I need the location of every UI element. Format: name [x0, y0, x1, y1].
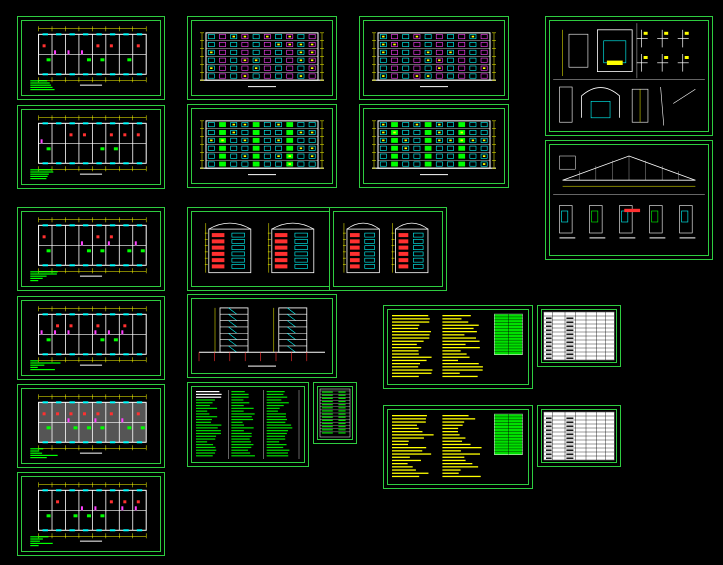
elevation-green-drawing: [200, 120, 324, 176]
door-window-schedule-drawing: [543, 311, 615, 361]
sheet-elev-4[interactable]: [359, 104, 509, 188]
sheet-side-2[interactable]: [329, 207, 447, 291]
sheet-elev-1[interactable]: [187, 16, 337, 100]
sheet-elev-3[interactable]: [187, 104, 337, 188]
sheet-elev-2[interactable]: [359, 16, 509, 100]
sheet-table-2[interactable]: [537, 405, 621, 467]
sheet-plan-2[interactable]: [17, 105, 165, 189]
sheet-notes-3[interactable]: [383, 405, 533, 489]
elevation-green-drawing: [372, 120, 496, 176]
sheet-plan-3[interactable]: [17, 207, 165, 291]
side-elevation-drawing: [342, 222, 429, 274]
sheet-notes-1[interactable]: [187, 382, 309, 467]
floor-plan-drawing: [30, 217, 147, 282]
sheet-notes-2[interactable]: [383, 305, 533, 389]
design-notes-drawing: [196, 390, 300, 459]
floor-plan-drawing: [30, 26, 147, 91]
rear-elevation-drawing: [372, 32, 496, 88]
side-elevation-drawing: [204, 222, 315, 274]
sheet-side-1[interactable]: [187, 207, 337, 291]
schedule-table-drawing: [319, 388, 351, 438]
building-section-drawing: [198, 307, 325, 367]
design-notes-drawing: [392, 313, 523, 378]
sheet-plan-6[interactable]: [17, 472, 165, 556]
sheet-details-1[interactable]: [545, 16, 713, 136]
design-notes-drawing: [392, 413, 523, 478]
sheet-table-1[interactable]: [537, 305, 621, 367]
door-window-schedule-drawing: [543, 411, 615, 461]
sheet-plan-1[interactable]: [17, 16, 165, 100]
sheet-section-1[interactable]: [187, 294, 337, 378]
sheet-plan-4[interactable]: [17, 296, 165, 380]
sheet-roof-1[interactable]: [545, 140, 713, 260]
sheet-plan-5[interactable]: [17, 384, 165, 468]
roof-details-drawing: [553, 155, 705, 239]
floor-plan-drawing: [30, 306, 147, 371]
floor-plan-gray-drawing: [30, 394, 147, 459]
front-elevation-drawing: [200, 32, 324, 88]
sheet-table-small[interactable]: [313, 382, 357, 444]
construction-details-drawing: [553, 23, 705, 126]
floor-plan-drawing: [30, 115, 147, 180]
floor-plan-drawing: [30, 482, 147, 547]
